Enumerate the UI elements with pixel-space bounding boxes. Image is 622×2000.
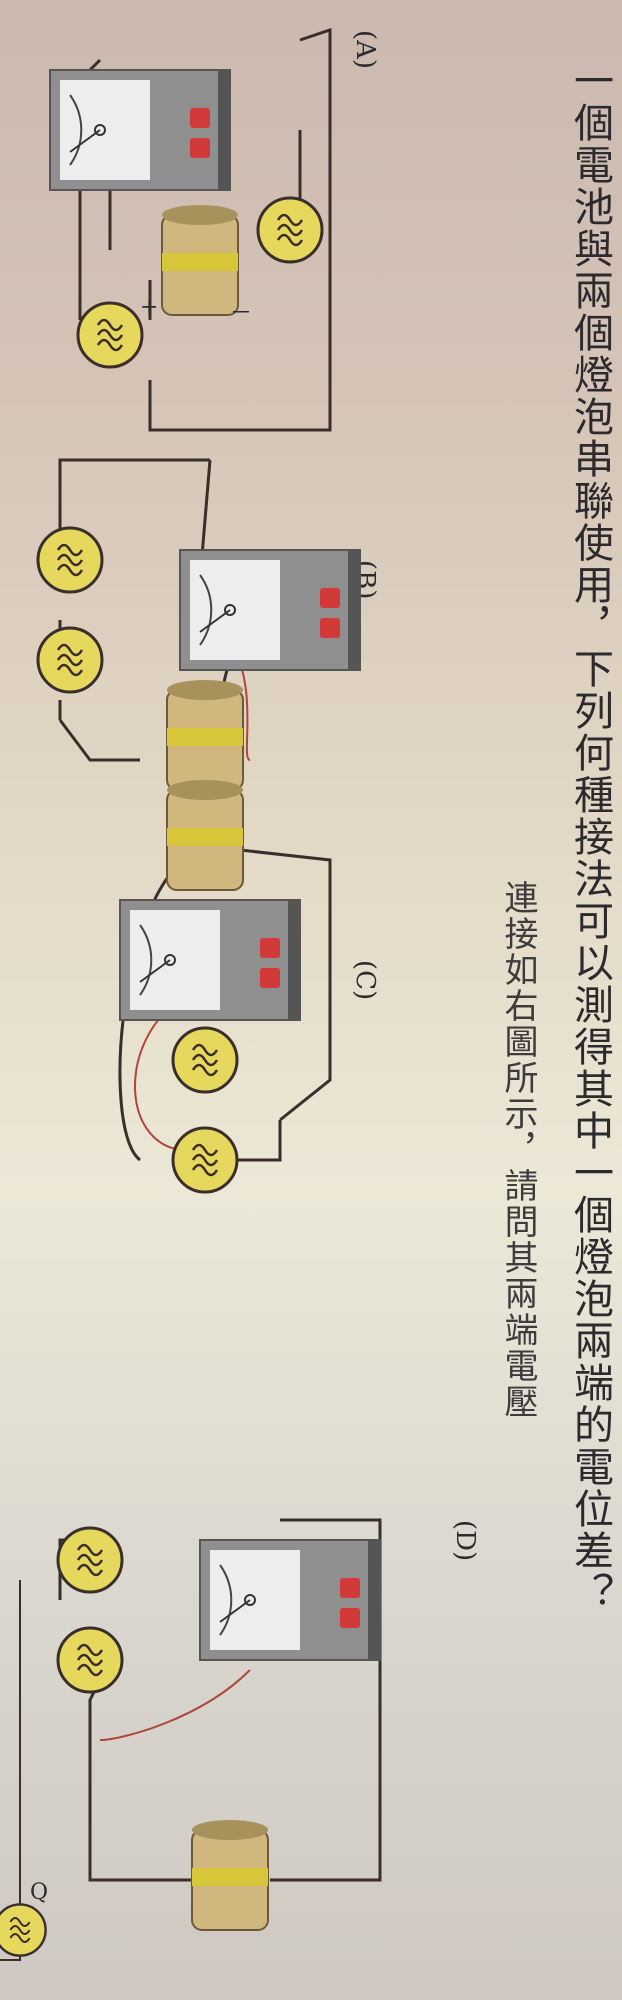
partial-q-label: Q <box>30 1880 49 1905</box>
option-b-circuit <box>36 458 361 791</box>
option-a-circuit <box>49 27 332 432</box>
voltmeter-icon <box>179 549 361 671</box>
battery-icon <box>191 1819 269 1931</box>
bulb-icon <box>256 196 324 264</box>
bulb-icon <box>171 1126 239 1194</box>
battery-icon <box>166 679 244 791</box>
battery-icon <box>166 779 244 891</box>
option-a-label: (A) <box>350 30 380 70</box>
battery-minus-sign: － <box>230 301 253 326</box>
bulb-icon <box>56 1626 124 1694</box>
bulb-icon <box>36 626 104 694</box>
battery-plus-sign: + <box>140 295 159 320</box>
voltmeter-icon <box>119 899 301 1021</box>
option-c-circuit <box>118 779 332 1194</box>
question-text: 一個電池與兩個燈泡串聯使用，下列何種接法可以測得其中一個燈泡兩端的電位差？ <box>567 60 613 1614</box>
option-d-circuit <box>56 1518 382 1931</box>
option-c-label: (C) <box>350 960 380 1001</box>
voltmeter-icon <box>199 1539 381 1661</box>
bulb-icon <box>56 1526 124 1594</box>
voltmeter-icon <box>49 69 231 191</box>
bulb-icon <box>76 301 144 369</box>
bulb-icon <box>0 1903 47 1957</box>
partial-next-circuit <box>0 1580 47 1961</box>
battery-icon <box>161 204 239 316</box>
next-question-text: 連接如右圖所示，請問其兩端電壓 <box>498 880 538 1420</box>
bulb-icon <box>36 526 104 594</box>
bulb-icon <box>171 1026 239 1094</box>
option-d-label: (D) <box>450 1520 480 1562</box>
